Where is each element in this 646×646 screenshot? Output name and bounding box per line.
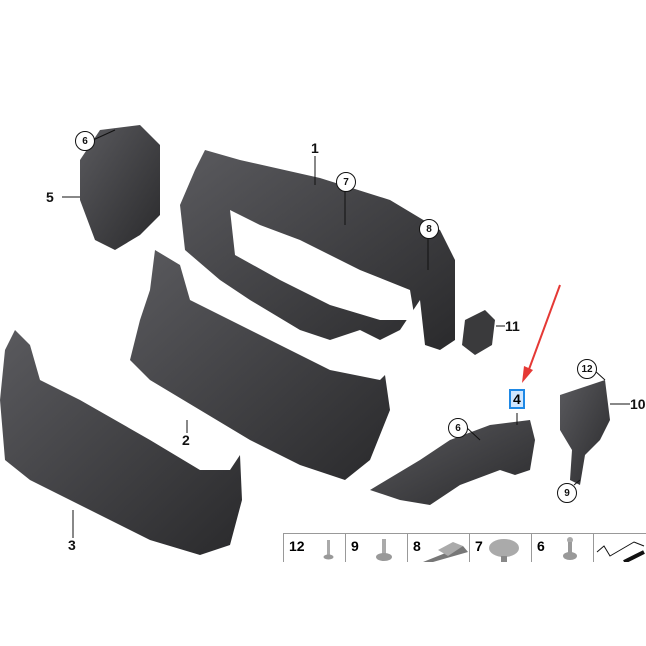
callout-7: 7 bbox=[336, 172, 356, 192]
part-1-radiator-frame bbox=[180, 150, 455, 350]
legend-number: 7 bbox=[475, 538, 483, 554]
part-3-lower-air-guide bbox=[0, 330, 242, 555]
callout-10: 10 bbox=[630, 396, 646, 412]
callout-8: 8 bbox=[419, 219, 439, 239]
legend-number: 8 bbox=[413, 538, 421, 554]
legend-item-9: 9 bbox=[345, 534, 407, 562]
callout-6-top: 6 bbox=[75, 131, 95, 151]
callout-5: 5 bbox=[46, 189, 54, 205]
part-2-air-guide bbox=[130, 250, 390, 480]
part-11-cover bbox=[462, 310, 495, 355]
clip-icon bbox=[423, 542, 468, 562]
screw-icon bbox=[376, 539, 392, 561]
part-5-air-duct bbox=[80, 125, 160, 250]
pin-icon bbox=[323, 540, 334, 560]
callout-9: 9 bbox=[557, 483, 577, 503]
callout-1: 1 bbox=[311, 140, 319, 156]
part-10-bracket bbox=[560, 380, 610, 485]
callout-3: 3 bbox=[68, 537, 76, 553]
legend-item-8: 8 bbox=[407, 534, 469, 562]
legend-item-12: 12 bbox=[283, 534, 345, 562]
legend-item-line-drawing bbox=[593, 534, 646, 562]
legend-item-7: 7 bbox=[469, 534, 531, 562]
callout-4-highlighted: 4 bbox=[509, 389, 525, 409]
bolt-icon bbox=[563, 537, 577, 560]
callout-2: 2 bbox=[182, 432, 190, 448]
legend-number: 12 bbox=[289, 538, 305, 554]
legend-number: 9 bbox=[351, 538, 359, 554]
callout-6-bottom: 6 bbox=[448, 418, 468, 438]
callout-12: 12 bbox=[577, 359, 597, 379]
leader-lines bbox=[62, 129, 630, 538]
legend-item-6: 6 bbox=[531, 534, 593, 562]
expanding-rivet-icon bbox=[489, 539, 519, 562]
fastener-legend: 12 9 8 7 6 bbox=[283, 533, 646, 562]
red-arrow-icon bbox=[522, 284, 561, 383]
callout-11: 11 bbox=[505, 318, 520, 334]
part-4-air-duct bbox=[370, 420, 535, 505]
line-drawing-icon bbox=[596, 541, 645, 562]
legend-number: 6 bbox=[537, 538, 545, 554]
